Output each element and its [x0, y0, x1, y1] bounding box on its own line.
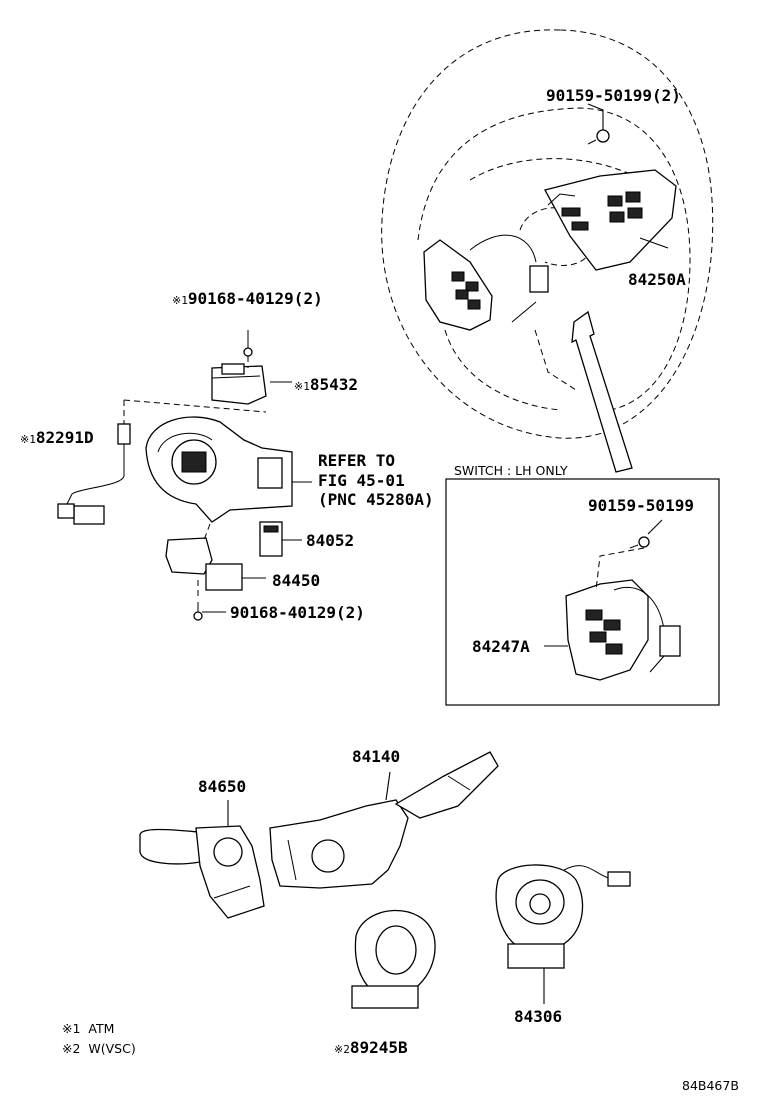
note-mark: ※2 — [334, 1043, 350, 1056]
part-number: 89245B — [349, 1038, 408, 1057]
part-84450 — [165, 537, 243, 591]
refer-line-2: FIG 45-01 — [318, 471, 405, 490]
part-85432 — [211, 363, 267, 405]
label-84247A: 84247A — [472, 637, 530, 656]
leader-84140 — [385, 771, 391, 801]
switch-box-part — [565, 536, 681, 681]
leader-90159-box — [647, 519, 663, 535]
steering-switch-left — [423, 234, 549, 331]
part-84140 — [269, 751, 499, 889]
label-84250A: 84250A — [628, 270, 686, 289]
dashed-guides-left — [123, 356, 267, 600]
direction-arrow — [571, 310, 633, 473]
note-text: ATM — [88, 1021, 115, 1036]
note-mark: ※1 — [62, 1021, 81, 1036]
note-text: W(VSC) — [88, 1041, 136, 1056]
part-84650 — [139, 825, 265, 919]
part-number: 85432 — [309, 375, 359, 394]
leader-84250A — [639, 237, 669, 249]
label-84450: 84450 — [272, 571, 321, 590]
switch-box-frame — [445, 478, 720, 706]
note-mark: ※1 — [294, 380, 310, 393]
refer-line-3: (PNC 45280A) — [318, 490, 434, 509]
label-85432: ※185432 — [294, 376, 358, 396]
harness-82291D — [57, 423, 131, 525]
screw-90168-top — [243, 330, 253, 357]
note-1: ※1 ATM — [62, 1022, 114, 1036]
combination-switch-body — [145, 416, 293, 523]
note-mark: ※1 — [172, 294, 188, 307]
note-2: ※2 W(VSC) — [62, 1042, 136, 1056]
label-90168-40129-2-top: ※190168-40129(2) — [172, 290, 323, 310]
label-84650: 84650 — [198, 777, 247, 796]
part-number: 90168-40129(2) — [187, 289, 323, 308]
bolt-90159 — [587, 103, 610, 145]
screw-90168-bottom — [193, 602, 203, 621]
note-mark: ※1 — [20, 433, 36, 446]
label-84306: 84306 — [514, 1007, 563, 1026]
switch-box-title: SWITCH : LH ONLY — [454, 463, 568, 478]
label-90159-50199: 90159-50199 — [588, 496, 694, 515]
label-90159-50199-2: 90159-50199(2) — [546, 86, 681, 105]
refer-line-1: REFER TO — [318, 451, 396, 470]
part-89245B — [351, 909, 436, 1009]
label-89245B: ※289245B — [334, 1039, 408, 1059]
label-84140: 84140 — [352, 747, 401, 766]
label-90168-40129-2-bottom: 90168-40129(2) — [230, 603, 365, 622]
label-84052: 84052 — [306, 531, 355, 550]
label-82291D: ※182291D — [20, 429, 94, 449]
note-mark: ※2 — [62, 1041, 81, 1056]
part-number: 82291D — [35, 428, 94, 447]
figure-id: 84B467B — [682, 1078, 739, 1093]
part-84052 — [259, 521, 283, 557]
part-84306 — [495, 864, 631, 969]
steering-switch-right — [544, 169, 677, 271]
